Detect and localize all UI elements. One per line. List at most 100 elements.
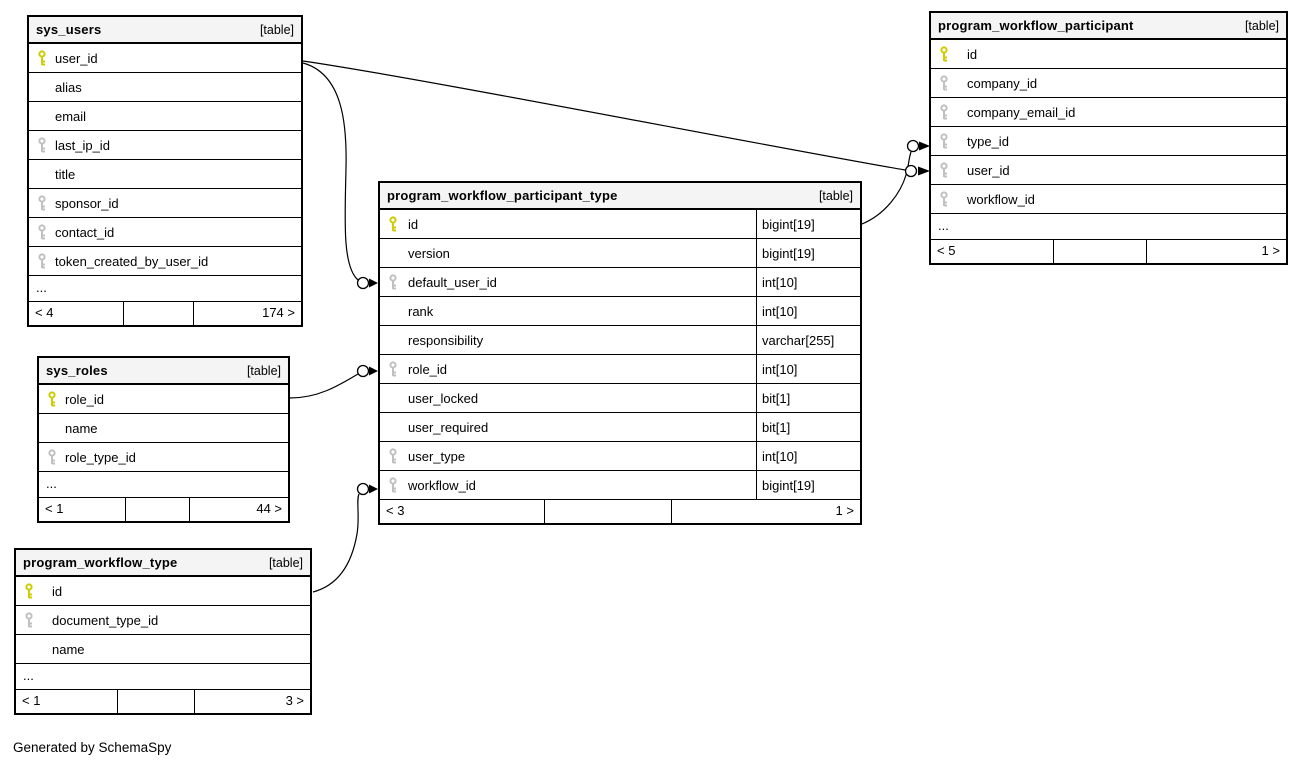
column-name: title: [55, 166, 76, 182]
column-row-id: id bigint[19]: [380, 210, 860, 239]
foreign-key-icon: [940, 132, 948, 148]
key-slot: [29, 194, 55, 212]
cardinality-circle: [356, 364, 370, 378]
column-row-name: name: [16, 635, 310, 664]
key-slot: [931, 132, 967, 150]
column-name: sponsor_id: [55, 195, 119, 211]
column-name: type_id: [967, 133, 1009, 149]
footer-parents-count: 174 >: [262, 305, 295, 320]
column-type: bigint[19]: [756, 210, 860, 238]
foreign-key-icon: [38, 223, 46, 239]
column-type: bigint[19]: [756, 471, 860, 499]
table-header[interactable]: program_workflow_participant[table]: [931, 13, 1286, 40]
truncated-columns-ellipsis: ...: [39, 472, 288, 498]
column-name: name: [52, 641, 85, 657]
primary-key-icon: [25, 582, 33, 598]
foreign-key-icon: [48, 448, 56, 464]
cardinality-circle: [904, 164, 918, 178]
table-type-label: [table]: [246, 363, 281, 378]
edge-pw-type-to-pwpt-workflow-id: [312, 493, 360, 593]
table-name: program_workflow_type: [23, 555, 178, 570]
footer-children-count: < 4: [29, 302, 124, 325]
column-row-document_type_id: document_type_id: [16, 606, 310, 635]
column-row-id: id: [931, 40, 1286, 69]
column-name: document_type_id: [52, 612, 159, 628]
key-slot: [931, 190, 967, 208]
column-name: role_type_id: [65, 449, 136, 465]
column-name: token_created_by_user_id: [55, 253, 209, 269]
footer-middle-cell: [124, 302, 195, 325]
column-type: int[10]: [756, 297, 860, 325]
key-slot: [931, 161, 967, 179]
column-row-user_id: user_id: [931, 156, 1286, 185]
column-name: role_id: [408, 361, 448, 377]
foreign-key-icon: [25, 611, 33, 627]
key-slot: [29, 223, 55, 241]
table-program-workflow-type[interactable]: program_workflow_type[table]id document_t…: [14, 548, 312, 715]
key-slot: [16, 611, 52, 629]
column-type: int[10]: [756, 442, 860, 470]
footer-parents-count: 44 >: [256, 501, 283, 516]
foreign-key-icon: [940, 161, 948, 177]
column-row-contact_id: contact_id: [29, 218, 301, 247]
column-row-workflow_id: workflow_id: [931, 185, 1286, 214]
table-header[interactable]: sys_roles [table]: [39, 358, 288, 385]
key-slot: [380, 360, 408, 378]
column-name: company_email_id: [967, 104, 1076, 120]
column-row-sponsor_id: sponsor_id: [29, 189, 301, 218]
table-footer: < 4 174 >: [29, 302, 301, 325]
key-slot: [39, 448, 65, 466]
key-slot: [29, 252, 55, 270]
key-slot: [931, 74, 967, 92]
edge-pwpt-id-to-participant-type-id: [861, 151, 912, 225]
column-row-type_id: type_id: [931, 127, 1286, 156]
column-name: id: [408, 216, 419, 232]
arrowhead-pwpt-workflow-id: [369, 484, 378, 494]
foreign-key-icon: [940, 74, 948, 90]
key-slot: [380, 476, 408, 494]
foreign-key-icon: [389, 447, 397, 463]
table-name: sys_roles: [46, 363, 108, 378]
column-type: bit[1]: [756, 413, 860, 441]
column-name: email: [55, 108, 87, 124]
footer-middle-cell: [118, 690, 195, 713]
foreign-key-icon: [38, 252, 46, 268]
foreign-key-icon: [389, 360, 397, 376]
truncated-columns-ellipsis: ...: [931, 214, 1286, 240]
column-name: contact_id: [55, 224, 115, 240]
key-slot: [39, 390, 65, 408]
key-slot: [16, 582, 52, 600]
column-row-company_id: company_id: [931, 69, 1286, 98]
column-name: version: [408, 245, 450, 261]
column-row-workflow_id: workflow_id bigint[19]: [380, 471, 860, 500]
cardinality-circle: [356, 482, 370, 496]
foreign-key-icon: [38, 194, 46, 210]
column-row-id: id: [16, 577, 310, 606]
column-row-last_ip_id: last_ip_id: [29, 131, 301, 160]
column-type: int[10]: [756, 355, 860, 383]
table-program-workflow-participant-type[interactable]: program_workflow_participant_type[table]…: [378, 181, 862, 525]
key-slot: [380, 447, 408, 465]
column-type: bit[1]: [756, 384, 860, 412]
table-header[interactable]: sys_users[table]: [29, 17, 301, 44]
key-slot: [931, 45, 967, 63]
table-header[interactable]: program_workflow_type[table]: [16, 550, 310, 577]
cardinality-circle: [906, 139, 920, 153]
table-program-workflow-participant[interactable]: program_workflow_participant[table]id com…: [929, 11, 1288, 265]
column-name: id: [967, 46, 978, 62]
key-slot: [29, 49, 55, 67]
table-header[interactable]: program_workflow_participant_type[table]: [380, 183, 860, 210]
column-name: workflow_id: [408, 477, 476, 493]
footer-middle-cell: [126, 498, 191, 521]
